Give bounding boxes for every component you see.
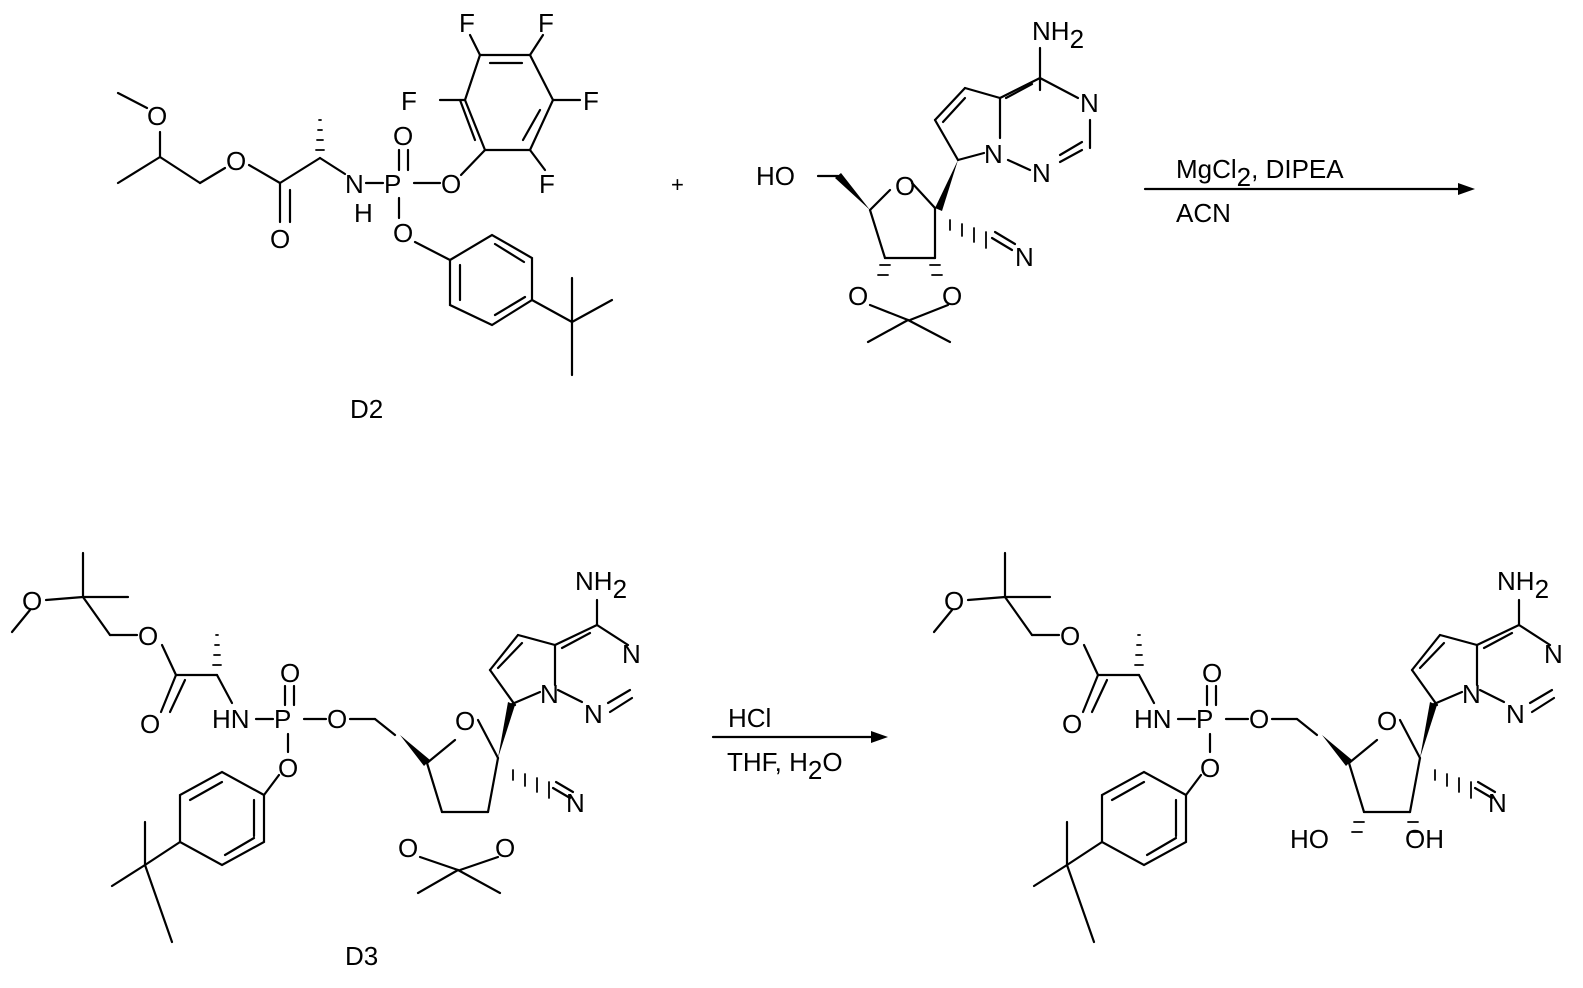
atom-n: N bbox=[1488, 788, 1507, 818]
atom-o: O bbox=[455, 706, 475, 736]
product-structure: O O O HN P O O O bbox=[934, 553, 1563, 942]
atom-f: F bbox=[583, 86, 599, 116]
atom-hn: HN bbox=[1134, 704, 1172, 734]
atom-o: O bbox=[1062, 709, 1082, 739]
step2-reagents-line1: HCl bbox=[728, 703, 771, 733]
atom-f: F bbox=[459, 8, 475, 38]
atom-h: H bbox=[354, 198, 373, 228]
atom-o: O bbox=[1200, 753, 1220, 783]
atom-n: N bbox=[1462, 679, 1481, 709]
atom-o: O bbox=[393, 121, 413, 151]
atom-p: P bbox=[1196, 704, 1213, 734]
atom-o: O bbox=[393, 218, 413, 248]
atom-o: O bbox=[147, 101, 167, 131]
atom-n: N bbox=[1015, 242, 1034, 272]
atom-o: O bbox=[1249, 704, 1269, 734]
reaction-arrow-1 bbox=[1145, 183, 1475, 195]
atom-n: N bbox=[984, 139, 1003, 169]
atom-o: O bbox=[327, 704, 347, 734]
atom-o: O bbox=[495, 833, 515, 863]
compound-label-d2: D2 bbox=[350, 394, 383, 424]
compound-label-d3: D3 bbox=[345, 941, 378, 971]
atom-n: N bbox=[1032, 158, 1051, 188]
atom-oh: OH bbox=[1405, 824, 1444, 854]
atom-o: O bbox=[270, 224, 290, 254]
atom-f: F bbox=[538, 8, 554, 38]
atom-n: N bbox=[1080, 88, 1099, 118]
step2-reagents-line2: THF, H2O bbox=[727, 747, 843, 785]
atom-o: O bbox=[22, 586, 42, 616]
atom-o: O bbox=[398, 833, 418, 863]
plus-sign: + bbox=[671, 172, 684, 197]
atom-o: O bbox=[441, 169, 461, 199]
atom-n: N bbox=[1506, 699, 1525, 729]
nucleoside-structure: NH2 N N N O HO bbox=[756, 16, 1099, 342]
atom-nh2: NH2 bbox=[575, 566, 627, 604]
atom-p: P bbox=[274, 704, 291, 734]
atom-f: F bbox=[539, 169, 555, 199]
atom-o: O bbox=[226, 146, 246, 176]
step1-reagents-line2: ACN bbox=[1176, 198, 1231, 228]
atom-n: N bbox=[345, 169, 364, 199]
atom-o: O bbox=[944, 586, 964, 616]
atom-o: O bbox=[1377, 706, 1397, 736]
atom-o: O bbox=[278, 753, 298, 783]
atom-ho: HO bbox=[1290, 824, 1329, 854]
reactant-d2-structure: O O O N H P O O bbox=[118, 8, 612, 375]
intermediate-d3-structure: O O O HN P O O O bbox=[12, 553, 641, 942]
atom-o: O bbox=[895, 171, 915, 201]
atom-nh2: NH2 bbox=[1497, 566, 1549, 604]
atom-o: O bbox=[1060, 621, 1080, 651]
atom-n: N bbox=[584, 699, 603, 729]
atom-n: N bbox=[540, 679, 559, 709]
atom-o: O bbox=[280, 658, 300, 688]
atom-o: O bbox=[848, 281, 868, 311]
atom-hn: HN bbox=[212, 704, 250, 734]
atom-o: O bbox=[1202, 658, 1222, 688]
atom-p: P bbox=[384, 169, 401, 199]
step1-reagents-line1: MgCl2, DIPEA bbox=[1176, 154, 1344, 192]
atom-ho: HO bbox=[756, 161, 795, 191]
atom-o: O bbox=[140, 709, 160, 739]
atom-f: F bbox=[401, 86, 417, 116]
atom-n: N bbox=[566, 788, 585, 818]
atom-o: O bbox=[138, 621, 158, 651]
